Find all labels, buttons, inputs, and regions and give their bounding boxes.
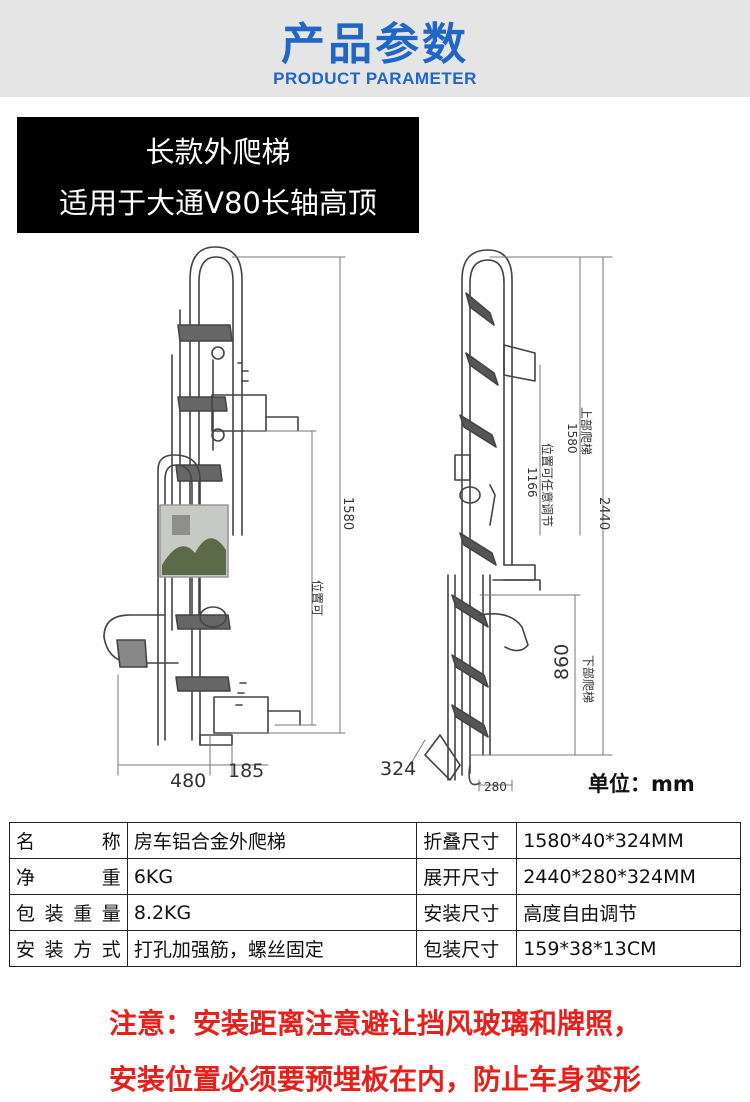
dim-right-lower: 860 — [551, 644, 573, 680]
left-lower-ladder — [157, 454, 233, 746]
param-key: 名 称 — [9, 822, 128, 859]
product-name-label: 长款外爬梯 — [145, 135, 291, 169]
param-value: 高度自由调节 — [516, 894, 741, 931]
param-value: 2440*280*324MM — [516, 858, 741, 895]
table-row: 净 重 6KG 展开尺寸 2440*280*324MM — [9, 858, 741, 895]
param-key: 包装重量 — [9, 894, 128, 931]
header-banner: 产品参数 PRODUCT PARAMETER — [0, 0, 750, 97]
page-subtitle: PRODUCT PARAMETER — [273, 69, 477, 88]
product-label-box: 长款外爬梯 适用于大通V80长轴高顶 — [17, 117, 419, 233]
param-value: 房车铝合金外爬梯 — [126, 822, 418, 859]
dim-left-position-label: 位置可 — [310, 580, 325, 616]
dim-left-height: 1580 — [340, 497, 355, 530]
param-value: 1580*40*324MM — [516, 822, 741, 859]
table-row: 名 称 房车铝合金外爬梯 折叠尺寸 1580*40*324MM — [9, 822, 741, 859]
right-brackets — [424, 344, 541, 781]
param-value: 6KG — [126, 858, 418, 895]
table-row: 安装方式 打孔加强筋，螺丝固定 包装尺寸 159*38*13CM — [9, 930, 741, 967]
dim-left-width: 480 — [170, 770, 206, 792]
param-value: 159*38*13CM — [516, 930, 741, 967]
dim-right-adjustable: 1166 — [525, 467, 539, 498]
unit-label: 单位：mm — [588, 772, 695, 796]
product-fit-label: 适用于大通V80长轴高顶 — [59, 186, 377, 220]
dim-left-depth: 185 — [228, 760, 264, 782]
dim-right-adjustable-label: 位置可任意调节 — [540, 443, 555, 527]
param-value: 8.2KG — [126, 894, 418, 931]
dim-right-upper-label: 上部爬梯 — [579, 407, 594, 455]
dim-right-foot: 324 — [380, 758, 416, 780]
right-foot-loop — [468, 613, 529, 786]
dim-right-lower-label: 下部爬梯 — [581, 655, 596, 703]
table-row: 包装重量 8.2KG 安装尺寸 高度自由调节 — [9, 894, 741, 931]
notice-line-2: 安装位置必须要预埋板在内，防止车身变形 — [108, 1063, 641, 1096]
page-title: 产品参数 — [281, 19, 469, 70]
dim-right-bottom: 280 — [484, 780, 507, 794]
param-key: 净 重 — [9, 858, 128, 895]
parameter-table: 名 称 房车铝合金外爬梯 折叠尺寸 1580*40*324MM 净 重 6KG … — [9, 822, 741, 967]
dim-right-total: 2440 — [596, 497, 611, 530]
param-key: 安装尺寸 — [416, 894, 518, 931]
param-key: 安装方式 — [9, 930, 128, 967]
dim-right-upper: 1580 — [565, 423, 579, 454]
left-upper-steps — [175, 324, 233, 482]
param-key: 包装尺寸 — [416, 930, 518, 967]
right-ladder-rails — [447, 249, 513, 781]
param-value: 打孔加强筋，螺丝固定 — [126, 930, 418, 967]
ladder-technical-drawing: 1580 位置可 480 185 1166 位置可任意调节 1580 上部爬梯 … — [103, 246, 613, 794]
notice-line-1: 注意：安装距离注意避让挡风玻璃和牌照， — [108, 1007, 641, 1040]
param-key: 展开尺寸 — [416, 858, 518, 895]
right-steps — [451, 292, 499, 738]
left-foot-loop — [103, 614, 179, 668]
param-key: 折叠尺寸 — [416, 822, 518, 859]
